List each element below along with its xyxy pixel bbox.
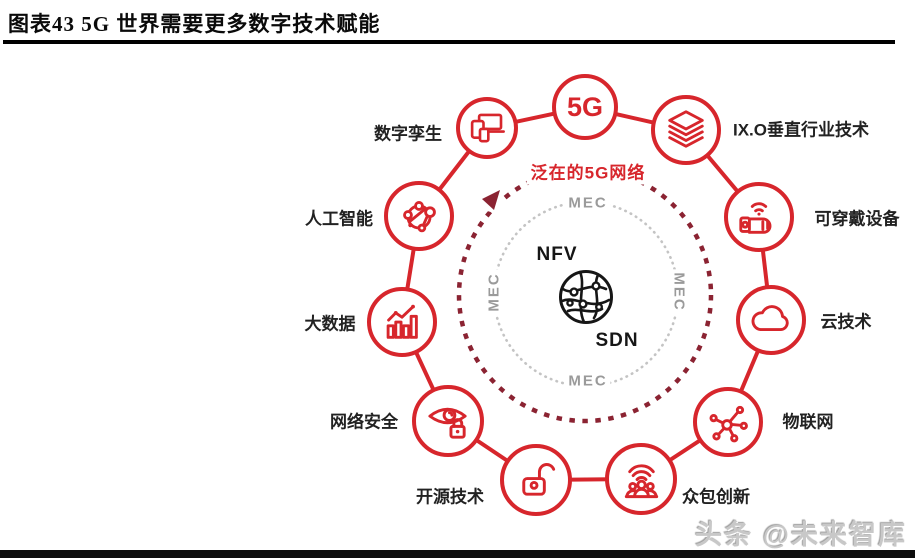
devices-icon [470,113,505,143]
node-wearables[interactable] [724,182,794,252]
node-opensource[interactable] [500,444,572,516]
iot-hub-icon [709,405,748,443]
crowd-wifi-icon [624,463,658,498]
mec-label-bottom: MEC [565,372,611,390]
label-wearables: 可穿戴设备 [814,209,900,229]
mec-label-right: MEC [670,269,688,315]
label-iot: 物联网 [782,412,834,432]
layers-icon [668,110,704,148]
node-security[interactable] [412,385,484,457]
title-underline [3,40,895,44]
rotation-arrow-icon [482,190,500,210]
open-lock-icon [521,462,555,496]
node-crowdsourcing[interactable] [605,443,677,515]
mec-label-left: MEC [485,269,503,315]
bar-chart-icon [386,304,418,339]
node-bigdata[interactable] [367,287,437,357]
mec-label-top: MEC [565,194,611,212]
bottom-bar [0,550,915,558]
ubiquitous-5g-network-label: 泛在的5G网络 [526,157,650,185]
node-iot[interactable] [693,387,763,457]
molecule-icon [403,201,436,233]
sdn-label: SDN [595,330,639,351]
label-digital-twin: 数字孪生 [374,124,442,144]
label-cloud: 云技术 [820,312,872,332]
label-bigdata: 大数据 [304,314,356,334]
label-crowdsourcing: 众包创新 [682,487,750,507]
node-5g[interactable]: 5G [552,74,618,140]
cloud-icon [751,305,789,332]
watermark: 头条 @未来智库 [695,520,907,550]
label-opensource: 开源技术 [416,487,484,507]
label-industry-x0: IX.O垂直行业技术 [732,120,870,140]
node-digital-twin[interactable] [456,97,518,159]
figure-title: 图表43 5G 世界需要更多数字技术赋能 [8,12,381,36]
nfv-label: NFV [536,244,578,265]
label-ai: 人工智能 [305,209,373,229]
dashed-rotation-ring [456,166,714,424]
globe-network-icon [559,270,613,324]
node-cloud[interactable] [736,285,806,355]
node-ai[interactable] [384,181,454,251]
eye-lock-icon [427,407,467,439]
label-security: 网络安全 [330,412,398,432]
node-industry-x0[interactable] [651,95,721,165]
node-5g-label: 5G [566,91,604,122]
wearable-watch-icon [739,202,772,234]
